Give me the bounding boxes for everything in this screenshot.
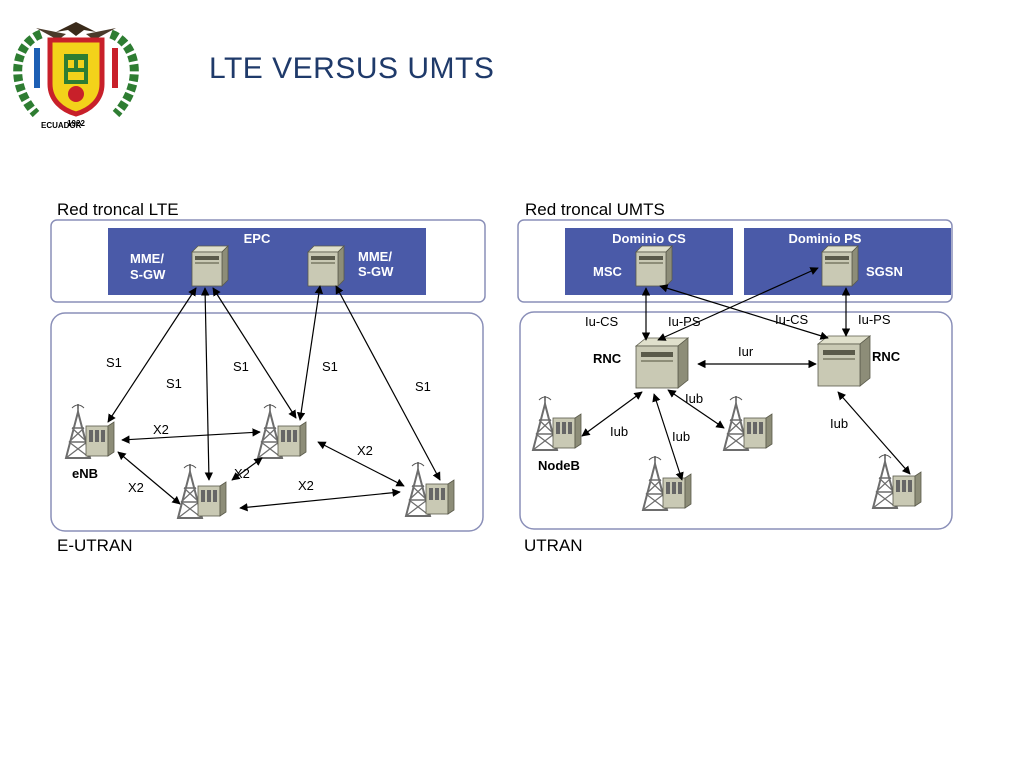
ecuador-coat-of-arms-logo: 1922	[13, 22, 139, 128]
s1-label-2: S1	[166, 376, 182, 391]
iu-ps-right-label: Iu-PS	[858, 312, 891, 327]
mme-right-label-1: MME/	[358, 249, 392, 264]
iub-links	[581, 389, 911, 481]
iub-label-4: Iub	[830, 416, 848, 431]
utran-label: UTRAN	[524, 536, 583, 555]
logo-country-text: ECUADOR	[41, 121, 82, 130]
sgsn-server-icon	[821, 245, 859, 287]
sgsn-label: SGSN	[866, 264, 903, 279]
msc-label: MSC	[593, 264, 623, 279]
x2-label-3: X2	[234, 466, 250, 481]
iub-label-1: Iub	[610, 424, 628, 439]
msc-server-icon	[635, 245, 673, 287]
e-utran-label: E-UTRAN	[57, 536, 133, 555]
cs-domain-label: Dominio CS	[612, 231, 686, 246]
s1-label-3: S1	[233, 359, 249, 374]
ps-domain-label: Dominio PS	[789, 231, 862, 246]
rnc-left-label: RNC	[593, 351, 622, 366]
rnc-left-server-icon	[635, 337, 689, 389]
iu-cs-left-label: Iu-CS	[585, 314, 619, 329]
x2-links	[117, 428, 405, 512]
rnc-right-label: RNC	[872, 349, 901, 364]
iu-cs-right-label: Iu-CS	[775, 312, 809, 327]
slide-title: LTE VERSUS UMTS	[209, 52, 495, 85]
epc-box	[108, 228, 426, 295]
mme-sgw-left-server-icon	[191, 245, 229, 287]
s1-label-4: S1	[322, 359, 338, 374]
mme-left-label-2: S-GW	[130, 267, 166, 282]
iub-label-2: Iub	[672, 429, 690, 444]
x2-label-5: X2	[298, 478, 314, 493]
s1-label-5: S1	[415, 379, 431, 394]
iu-ps-left-label: Iu-PS	[668, 314, 701, 329]
nodeb-label: NodeB	[538, 458, 580, 473]
s1-label-1: S1	[106, 355, 122, 370]
iur-label: Iur	[738, 344, 754, 359]
epc-label: EPC	[244, 231, 271, 246]
x2-label-4: X2	[357, 443, 373, 458]
umts-core-label: Red troncal UMTS	[525, 200, 665, 219]
x2-label-2: X2	[128, 480, 144, 495]
logo-year: 1922	[67, 119, 85, 128]
enb-label: eNB	[72, 466, 98, 481]
mme-right-label-2: S-GW	[358, 264, 394, 279]
x2-label-1: X2	[153, 422, 169, 437]
mme-left-label-1: MME/	[130, 251, 164, 266]
iub-label-3: Iub	[685, 391, 703, 406]
s1-links	[107, 285, 441, 481]
iu-links	[641, 267, 851, 369]
lte-core-label: Red troncal LTE	[57, 200, 179, 219]
rnc-right-server-icon	[817, 335, 871, 387]
mme-sgw-right-server-icon	[307, 245, 345, 287]
